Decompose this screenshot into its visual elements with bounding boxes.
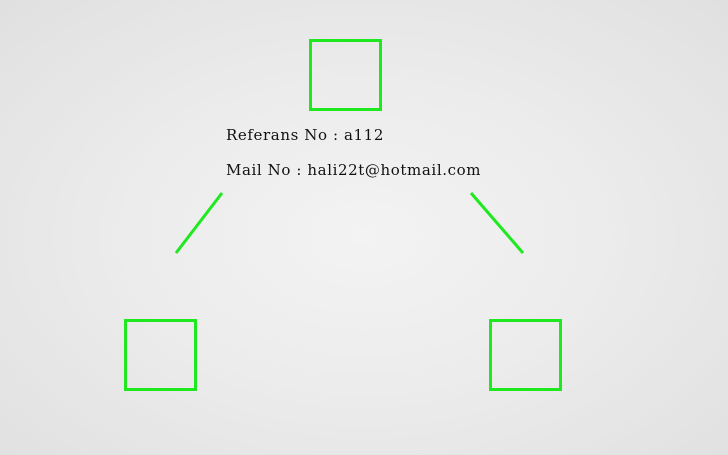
left-connector-line bbox=[174, 192, 224, 254]
right-node-box[interactable] bbox=[489, 319, 562, 391]
mail-value[interactable]: hali22t@hotmail.com bbox=[307, 161, 482, 179]
mail-label: Mail No bbox=[226, 161, 292, 179]
reference-label: Referans No bbox=[226, 126, 328, 144]
mail-line: Mail No : hali22t@hotmail.com bbox=[226, 161, 481, 179]
reference-line: Referans No : a112 bbox=[226, 126, 384, 144]
left-node-box[interactable] bbox=[124, 319, 197, 391]
top-node-box[interactable] bbox=[309, 39, 382, 111]
right-connector-line bbox=[469, 192, 525, 254]
reference-separator: : bbox=[327, 126, 344, 144]
mail-separator: : bbox=[291, 161, 308, 179]
reference-value: a112 bbox=[344, 126, 384, 144]
